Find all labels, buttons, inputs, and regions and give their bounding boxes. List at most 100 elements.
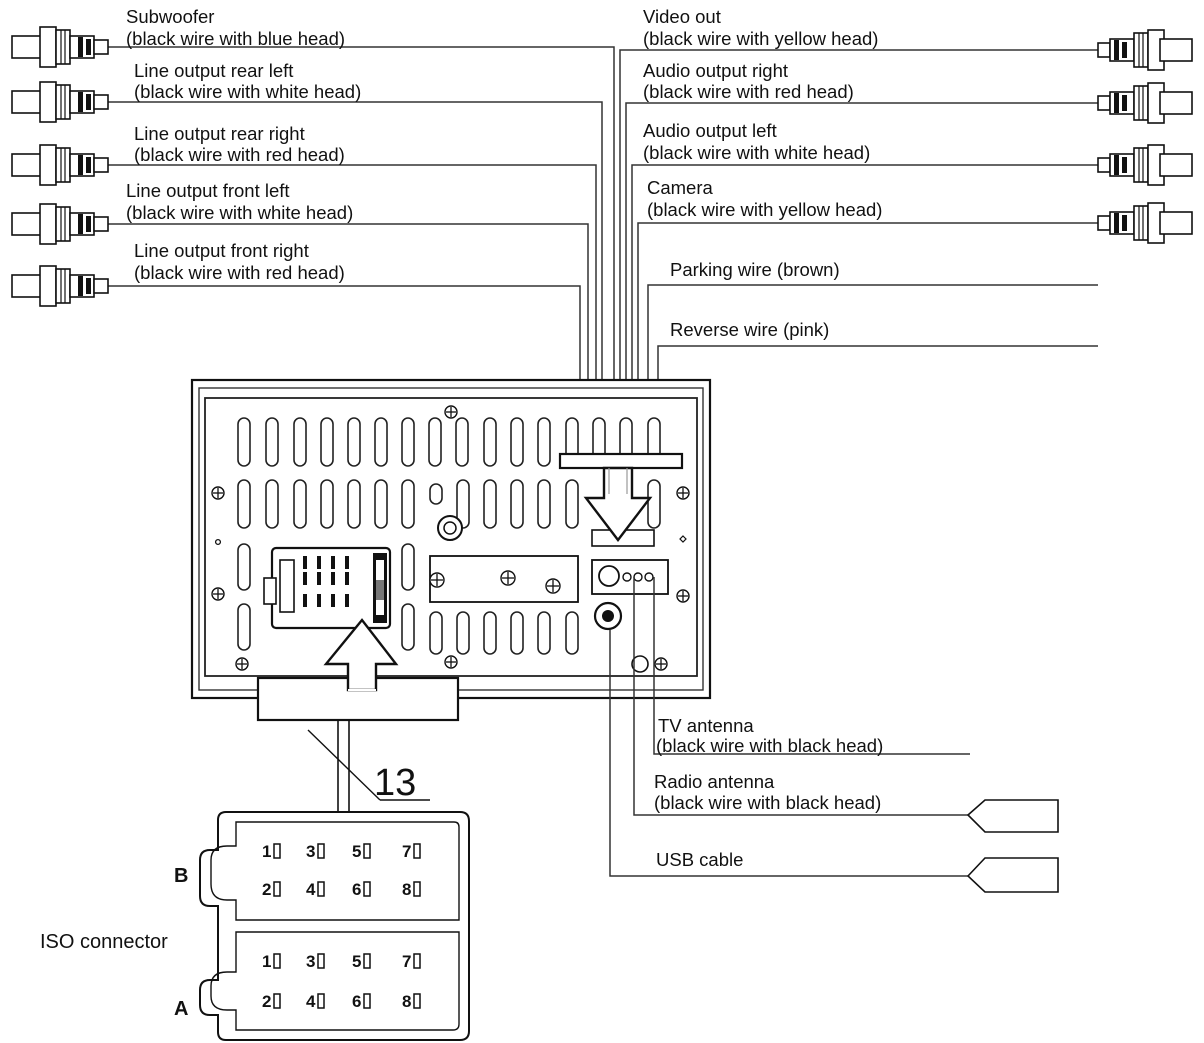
- iso-pin-contact-B-2: [273, 881, 281, 897]
- vent-slot-32: [401, 543, 415, 591]
- wire-camera: [637, 222, 1098, 432]
- label-parking-wire: Parking wire (brown): [670, 259, 840, 280]
- vent-slot-22: [374, 479, 388, 529]
- iso-pin-contact-A-4: [317, 993, 325, 1009]
- iso-pin-contact-B-3: [317, 843, 325, 859]
- mounting-boss: [437, 515, 463, 541]
- iso-connector-label: ISO connector: [40, 931, 168, 953]
- iso-pin-contact-A-1: [273, 953, 281, 969]
- rca-plug-subwoofer: [11, 26, 109, 68]
- desc-rear-left: (black wire with white head): [134, 81, 361, 102]
- iso-pin-B-1: 1: [262, 842, 271, 861]
- iso-pin-contact-B-1: [273, 843, 281, 859]
- label-reverse-wire: Reverse wire (pink): [670, 319, 829, 340]
- vent-slot-11: [510, 417, 524, 467]
- wire-subwoofer: [108, 46, 615, 432]
- vent-slots: [237, 417, 661, 655]
- label-rear-left: Line output rear left: [134, 60, 293, 81]
- screw-2: [211, 486, 225, 500]
- callout-13: 13: [374, 762, 416, 804]
- center-plate: [429, 555, 579, 603]
- left-labels: Subwoofer (black wire with blue head) Li…: [126, 6, 361, 283]
- iso-pin-contact-B-6: [363, 881, 371, 897]
- vent-slot-8: [428, 417, 442, 467]
- wire-rear-left: [108, 101, 603, 432]
- iso-pin-contact-A-2: [273, 993, 281, 1009]
- vent-slot-5: [347, 417, 361, 467]
- label-subwoofer: Subwoofer: [126, 6, 214, 27]
- vent-slot-29: [647, 479, 661, 529]
- desc-front-left: (black wire with white head): [126, 202, 353, 223]
- desc-rear-right: (black wire with red head): [134, 144, 345, 165]
- wire-front-left: [108, 223, 589, 432]
- rca-plug-video-out: [1097, 29, 1193, 71]
- desc-front-right: (black wire with red head): [134, 262, 345, 283]
- desc-audio-right: (black wire with red head): [643, 81, 854, 102]
- wire-rear-right: [108, 164, 597, 432]
- iso-pin-A-2: 2: [262, 992, 271, 1011]
- label-usb-cable: USB cable: [656, 849, 743, 870]
- right-wires: [619, 49, 1098, 432]
- desc-radio-antenna: (black wire with black head): [654, 792, 881, 813]
- rca-plug-audio-right: [1097, 82, 1193, 124]
- desc-video-out: (black wire with yellow head): [643, 28, 878, 49]
- iso-cable: [307, 720, 430, 812]
- iso-pin-B-2: 2: [262, 880, 271, 899]
- vent-slot-18: [265, 479, 279, 529]
- iso-pin-A-5: 5: [352, 952, 361, 971]
- right-labels: Video out (black wire with yellow head) …: [643, 6, 882, 340]
- iso-pin-contact-B-8: [413, 881, 421, 897]
- wire-tv-antenna: [653, 577, 970, 755]
- wire-audio-right: [625, 102, 1098, 432]
- desc-tv-antenna: (black wire with black head): [656, 735, 883, 756]
- iso-harness-plug: [256, 618, 460, 722]
- iso-pin-contact-A-5: [363, 953, 371, 969]
- vent-slot-23: [401, 479, 415, 529]
- iso-pin-B-4: 4: [306, 880, 316, 899]
- iso-pin-contact-B-7: [413, 843, 421, 859]
- label-camera: Camera: [647, 177, 714, 198]
- vent-slot-26: [510, 479, 524, 529]
- rca-plug-camera: [1097, 202, 1193, 244]
- label-audio-right: Audio output right: [643, 60, 788, 81]
- vent-slot-35: [429, 611, 443, 655]
- desc-audio-left: (black wire with white head): [643, 142, 870, 163]
- screw-1: [444, 405, 458, 419]
- vent-slot-3: [293, 417, 307, 467]
- iso-pin-contact-A-6: [363, 993, 371, 1009]
- vent-slot-7: [401, 417, 415, 467]
- iso-pin-B-6: 6: [352, 880, 361, 899]
- vent-slot-21: [347, 479, 361, 529]
- rca-plug-audio-left: [1097, 144, 1193, 186]
- plate-screw-2: [500, 570, 516, 586]
- screw-8: [654, 657, 668, 671]
- vent-slot-39: [537, 611, 551, 655]
- wire-video-out: [619, 49, 1098, 432]
- desc-camera: (black wire with yellow head): [647, 199, 882, 220]
- vent-slot-38: [510, 611, 524, 655]
- iso-pin-A-7: 7: [402, 952, 411, 971]
- wire-audio-left: [631, 164, 1098, 432]
- vent-slot-9: [455, 417, 469, 467]
- right-rca-plugs: [1097, 29, 1193, 244]
- wire-reverse: [657, 345, 1098, 432]
- label-rear-right: Line output rear right: [134, 123, 305, 144]
- rca-plug-rear-right: [11, 144, 109, 186]
- iso-pin-contact-B-4: [317, 881, 325, 897]
- iso-pin-A-1: 1: [262, 952, 271, 971]
- iso-pin-contact-B-5: [363, 843, 371, 859]
- vent-slot-4: [320, 417, 334, 467]
- screw-7: [444, 655, 458, 669]
- vent-slot-12: [537, 417, 551, 467]
- small-hole-left: [214, 538, 222, 546]
- plate-screw-1: [429, 572, 445, 588]
- screw-5: [676, 589, 690, 603]
- wire-radio-antenna: [633, 577, 968, 816]
- left-rca-plugs: [11, 26, 109, 307]
- screw-4: [211, 587, 225, 601]
- iso-pin-B-3: 3: [306, 842, 315, 861]
- vent-slot-34: [401, 603, 415, 651]
